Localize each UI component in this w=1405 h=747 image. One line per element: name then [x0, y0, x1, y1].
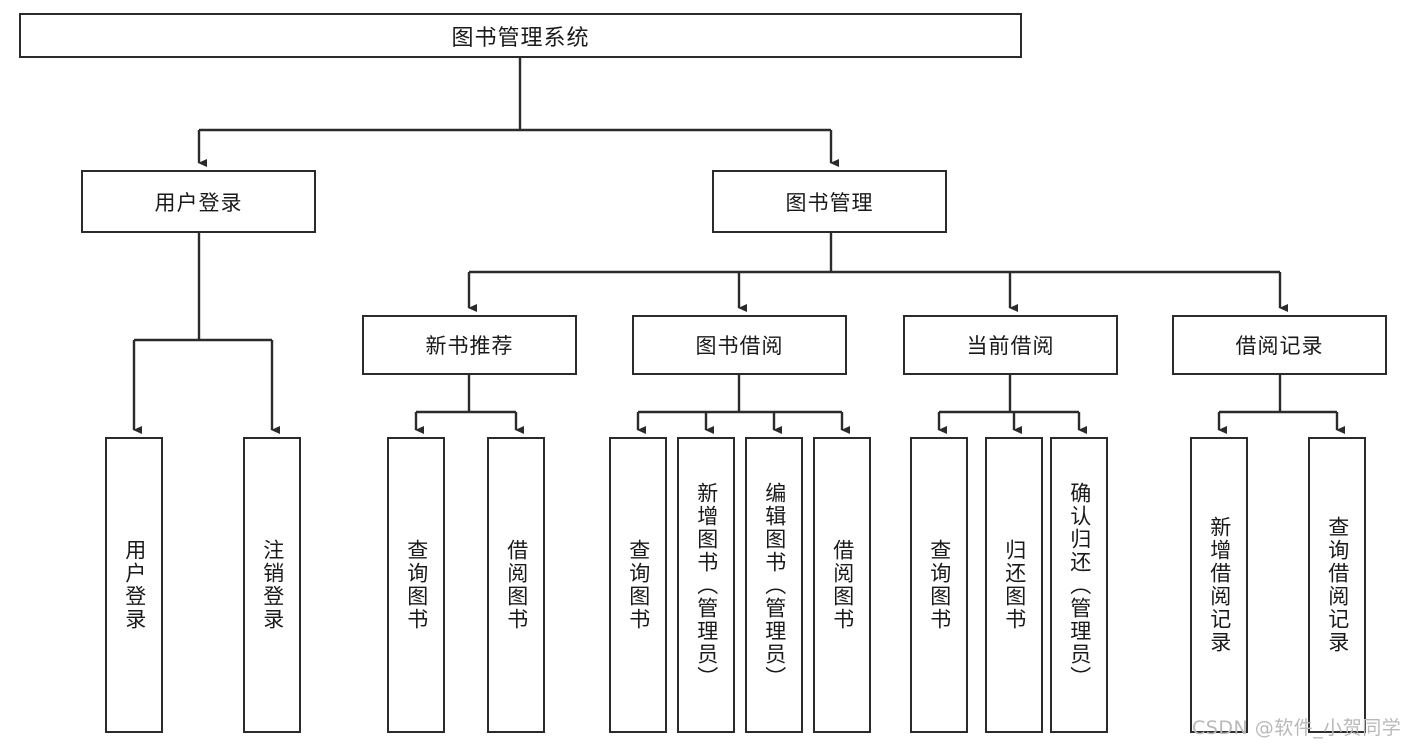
leaf-add-book-admin[interactable]: 新增图书（管理员） — [677, 437, 735, 733]
leaf-recommend-borrow-book[interactable]: 借阅图书 — [487, 437, 545, 733]
leaf-add-borrow-record[interactable]: 新增借阅记录 — [1190, 437, 1248, 733]
leaf-confirm-return-admin[interactable]: 确认归还（管理员） — [1050, 437, 1108, 733]
node-current-borrow[interactable]: 当前借阅 — [903, 315, 1118, 375]
leaf-return-book-label: 归还图书 — [1002, 539, 1027, 631]
node-root[interactable]: 图书管理系统 — [19, 13, 1022, 58]
node-root-label: 图书管理系统 — [451, 25, 590, 51]
node-book-management[interactable]: 图书管理 — [712, 170, 947, 233]
node-book-borrow[interactable]: 图书借阅 — [632, 315, 847, 375]
leaf-recommend-borrow-book-label: 借阅图书 — [504, 539, 529, 631]
node-book-management-label: 图书管理 — [785, 190, 874, 215]
node-new-book-recommend-label: 新书推荐 — [425, 334, 514, 358]
node-new-book-recommend[interactable]: 新书推荐 — [362, 315, 577, 375]
leaf-query-borrow-record-label: 查询借阅记录 — [1325, 516, 1350, 654]
leaf-borrow-book-label: 借阅图书 — [830, 539, 855, 631]
leaf-confirm-return-admin-label: 确认归还（管理员） — [1067, 481, 1092, 689]
leaf-borrow-book[interactable]: 借阅图书 — [813, 437, 871, 733]
leaf-borrow-query-book-label: 查询图书 — [626, 539, 651, 631]
leaf-borrow-query-book[interactable]: 查询图书 — [609, 437, 667, 733]
node-borrow-record-label: 借阅记录 — [1235, 334, 1324, 358]
leaf-return-book[interactable]: 归还图书 — [985, 437, 1043, 733]
leaf-recommend-query-book-label: 查询图书 — [404, 539, 429, 631]
leaf-current-query-book[interactable]: 查询图书 — [910, 437, 968, 733]
leaf-query-borrow-record[interactable]: 查询借阅记录 — [1308, 437, 1366, 733]
leaf-user-login[interactable]: 用户登录 — [105, 437, 163, 733]
node-user-login-label: 用户登录 — [154, 190, 243, 215]
leaf-user-login-label: 用户登录 — [122, 539, 147, 631]
leaf-logout-login[interactable]: 注销登录 — [243, 437, 301, 733]
leaf-edit-book-admin[interactable]: 编辑图书（管理员） — [745, 437, 803, 733]
leaf-current-query-book-label: 查询图书 — [927, 539, 952, 631]
node-borrow-record[interactable]: 借阅记录 — [1172, 315, 1387, 375]
watermark-text: CSDN @软件_小贺同学 — [1192, 717, 1402, 739]
leaf-edit-book-admin-label: 编辑图书（管理员） — [762, 481, 787, 689]
node-current-borrow-label: 当前借阅 — [966, 334, 1055, 358]
node-user-login[interactable]: 用户登录 — [81, 170, 316, 233]
leaf-logout-login-label: 注销登录 — [260, 539, 285, 631]
leaf-add-borrow-record-label: 新增借阅记录 — [1207, 516, 1232, 654]
node-book-borrow-label: 图书借阅 — [695, 334, 784, 358]
leaf-add-book-admin-label: 新增图书（管理员） — [694, 481, 719, 689]
leaf-recommend-query-book[interactable]: 查询图书 — [387, 437, 445, 733]
